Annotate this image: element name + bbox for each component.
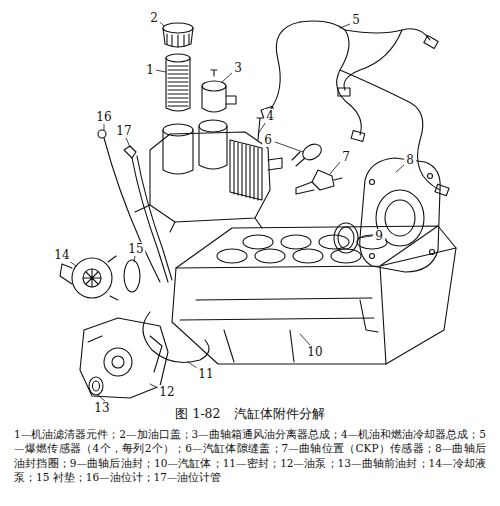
callout-number: 5 [350,13,362,27]
oil-separator [202,70,236,112]
key-item: 13—曲轴前油封； [338,457,429,469]
key-item: 4—机油和燃油冷却器总成； [341,428,479,440]
callout-number: 17 [114,124,133,138]
key-item: 3—曲轴箱通风油分离器总成； [192,428,341,440]
callout-number: 9 [373,229,385,243]
key-item: 11—密封； [223,457,280,469]
dipstick-tube [124,146,172,282]
key-item: 7—曲轴位置（CKP）传感器； [282,442,435,454]
gasket [124,260,140,292]
callout-number: 15 [126,242,145,256]
ckp-sensor [296,170,342,194]
callout-number: 1 [144,63,156,77]
oil-pump [80,318,168,398]
key-item: 12—油泵； [280,457,337,469]
callout-number: 12 [157,385,176,399]
key-item: 2—加油口盖； [119,428,191,440]
callout-number: 13 [92,401,111,415]
caption-text: 图 1-82 汽缸体附件分解 [175,406,324,421]
callout-number: 6 [262,133,274,147]
callout-number: 7 [340,150,352,164]
callout-number: 4 [264,109,276,123]
callout-number: 8 [404,153,416,167]
oil-filter-element [166,54,190,111]
knock-sensor-harness [261,21,449,196]
oil-pump-seal [143,312,209,362]
key-item: 6—汽缸体隙缝盖； [185,442,281,454]
callout-number: 11 [196,367,215,381]
key-item: 10—汽缸体； [154,457,223,469]
callout-number: 14 [52,248,71,262]
oil-cooler-module [135,118,282,232]
cylinder-block [172,226,456,364]
coolant-pump [60,256,118,300]
slit-cover [292,141,324,166]
key-item: 9—曲轴后油封； [70,457,154,469]
callout-number: 16 [94,110,113,124]
front-crank-seal [89,377,103,395]
key-item: 16—油位计； [86,471,154,483]
callout-number: 3 [232,61,244,75]
key-item: 15 衬垫； [36,471,86,483]
filler-cap [163,23,193,47]
leader-lines [68,22,404,402]
figure-caption: 图 1-82 汽缸体附件分解 [0,406,500,423]
key-item: 1—机油滤清器元件； [14,428,119,440]
figure-key: 1—机油滤清器元件；2—加油口盖；3—曲轴箱通风油分离器总成；4—机油和燃油冷却… [14,427,486,485]
key-item: 17—油位计管 [154,471,222,483]
callout-number: 10 [305,345,324,359]
dipstick [98,130,160,282]
callout-number: 2 [148,11,160,25]
